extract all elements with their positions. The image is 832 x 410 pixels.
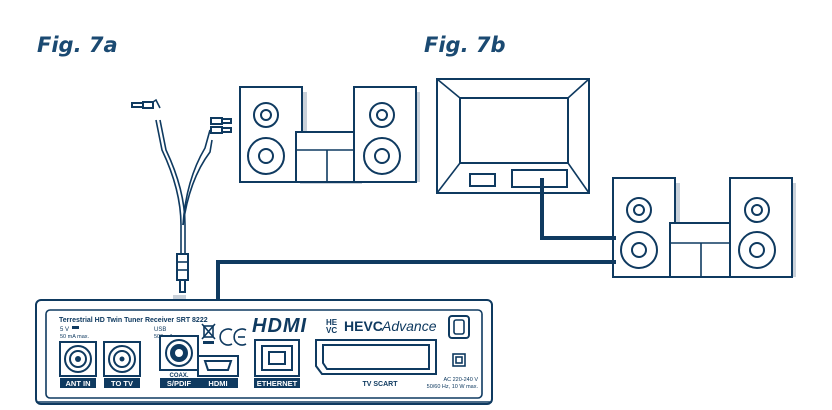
port-label-ant-in: ANT IN bbox=[66, 379, 91, 388]
tv-7b bbox=[436, 78, 590, 194]
stereo-system-7b bbox=[612, 177, 796, 278]
amplifier-7b bbox=[669, 222, 737, 278]
scart-port bbox=[315, 339, 437, 375]
hdmi-logo-text: HDMI bbox=[252, 315, 307, 337]
port-label-to-tv: TO TV bbox=[111, 379, 133, 388]
optical-cable-7b bbox=[540, 178, 616, 240]
port-label-spdif: S/PDIF bbox=[167, 379, 192, 388]
rca-plug-3 bbox=[210, 126, 232, 134]
power-current-text: 50 mA max. bbox=[60, 334, 90, 340]
jack-plug bbox=[176, 253, 189, 293]
speaker-left-7b bbox=[612, 177, 680, 278]
ant-in-port bbox=[59, 341, 97, 377]
port-label-hdmi: HDMI bbox=[208, 379, 227, 388]
model-text: Terrestrial HD Twin Tuner Receiver SRT 8… bbox=[59, 317, 208, 324]
usb-text: USB bbox=[154, 327, 166, 333]
port-label-ethernet: ETHERNET bbox=[257, 379, 298, 388]
receiver-back-panel: Terrestrial HD Twin Tuner Receiver SRT 8… bbox=[35, 299, 493, 405]
figure-7a-label: Fig. 7a bbox=[37, 33, 118, 57]
rca-plug-1 bbox=[131, 101, 154, 109]
speaker-right-7a bbox=[353, 86, 420, 183]
stereo-system-7a bbox=[239, 86, 420, 184]
figure-7b-label: Fig. 7b bbox=[424, 33, 506, 57]
tv-hdmi-port bbox=[469, 173, 496, 187]
amplifier-7a bbox=[295, 131, 362, 184]
advance-logo-text: Advance bbox=[381, 318, 437, 334]
power-switch bbox=[448, 315, 470, 339]
weee-bin-icon bbox=[201, 323, 216, 344]
tv-optical-port bbox=[511, 169, 568, 188]
ethernet-port bbox=[254, 339, 300, 377]
hevc-logo-text: HEVC bbox=[344, 318, 383, 334]
dc-symbol-icon bbox=[72, 326, 79, 329]
insulation-symbol-icon bbox=[452, 353, 466, 367]
hevc-emblem-icon: HE VC bbox=[326, 318, 338, 335]
speaker-right-7b bbox=[729, 177, 796, 278]
svg-text:HE: HE bbox=[326, 318, 338, 327]
rca-plug-2 bbox=[210, 117, 232, 125]
hdmi-port bbox=[197, 355, 239, 377]
ac-voltage-text: AC 220-240 V bbox=[443, 377, 478, 383]
port-label-scart: TV SCART bbox=[363, 381, 399, 388]
svg-text:VC: VC bbox=[326, 326, 337, 335]
power-5v-text: 5 V bbox=[60, 327, 69, 333]
coax-label: COAX. bbox=[169, 373, 188, 379]
ac-frequency-text: 50/60 Hz, 10 W max. bbox=[427, 384, 479, 390]
to-tv-port bbox=[103, 341, 141, 377]
spdif-port bbox=[159, 335, 199, 371]
ce-mark-icon bbox=[219, 328, 247, 346]
